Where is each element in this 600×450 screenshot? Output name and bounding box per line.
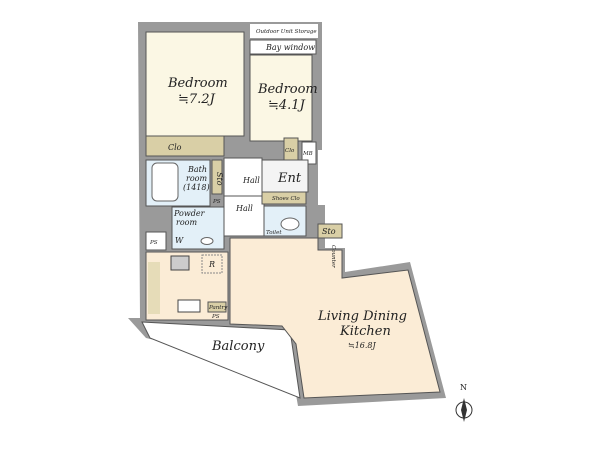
storage-2	[317, 223, 343, 239]
refrigerator-label: R	[208, 260, 215, 269]
bathtub	[151, 162, 179, 202]
toilet-label: Toilet	[266, 230, 282, 236]
hall-2	[223, 195, 265, 237]
bath-label-2: room	[186, 174, 207, 183]
kitchen-sink	[177, 299, 201, 313]
ps-2-label: PS	[149, 240, 158, 246]
toilet-fixture	[280, 217, 300, 231]
hall-1-label: Hall	[242, 176, 260, 185]
meter-box-label: MB	[302, 151, 313, 157]
shoes-closet	[261, 191, 307, 205]
bath-label-1: Bath	[187, 165, 207, 174]
outdoor-unit-storage-label: Outdoor Unit Storage	[256, 29, 317, 35]
bedroom-1	[145, 31, 245, 137]
shoes-closet-label: Shoes Clo	[272, 196, 300, 202]
bath-label-3: (1418)	[183, 183, 210, 192]
bay-window	[249, 39, 317, 55]
storage-1-label: Sto	[215, 172, 224, 186]
storage-2-label: Sto	[322, 227, 336, 236]
ps-1-label: PS	[212, 199, 221, 205]
bedroom-1-size: ≒7.2J	[178, 92, 216, 107]
bedroom-2-size: ≒4.1J	[268, 98, 306, 113]
ldk-label-1: Living Dining	[317, 309, 407, 324]
counter-label: Counter	[330, 245, 336, 268]
pantry-label: Pantry	[208, 305, 228, 311]
powder-room	[171, 206, 225, 250]
refrigerator	[201, 254, 223, 274]
sink	[200, 237, 214, 245]
powder-label-2: room	[176, 218, 197, 227]
entrance-label: Ent	[277, 171, 302, 186]
closet-1	[145, 135, 225, 157]
bedroom-2	[249, 54, 313, 142]
north-compass-icon: N	[455, 383, 473, 422]
bedroom-1-label: Bedroom	[167, 76, 228, 91]
bay-window-label: Bay window	[265, 43, 315, 52]
ldk-label-2: Kitchen	[339, 324, 391, 339]
pipe-space-2	[145, 231, 167, 251]
hall-2-label: Hall	[235, 204, 253, 213]
ps-3-label: PS	[211, 314, 220, 320]
meter-box	[301, 141, 317, 165]
outdoor-unit-storage	[250, 24, 318, 38]
compass-north-label: N	[460, 383, 467, 392]
ldk-size: ≒16.8J	[348, 341, 377, 350]
entrance	[261, 159, 309, 193]
pantry	[207, 301, 227, 313]
bedroom-2-label: Bedroom	[257, 82, 318, 97]
balcony-label: Balcony	[211, 339, 265, 354]
kitchen-counter	[148, 262, 160, 314]
storage-1	[211, 159, 223, 195]
closet-1-label: Clo	[168, 143, 182, 152]
living-dining-kitchen	[229, 237, 441, 399]
closet-2-label: Clo	[285, 148, 295, 154]
stove	[170, 255, 190, 271]
washer-label: W	[175, 236, 184, 245]
balcony	[141, 321, 301, 399]
powder-label-1: Powder	[173, 209, 206, 218]
